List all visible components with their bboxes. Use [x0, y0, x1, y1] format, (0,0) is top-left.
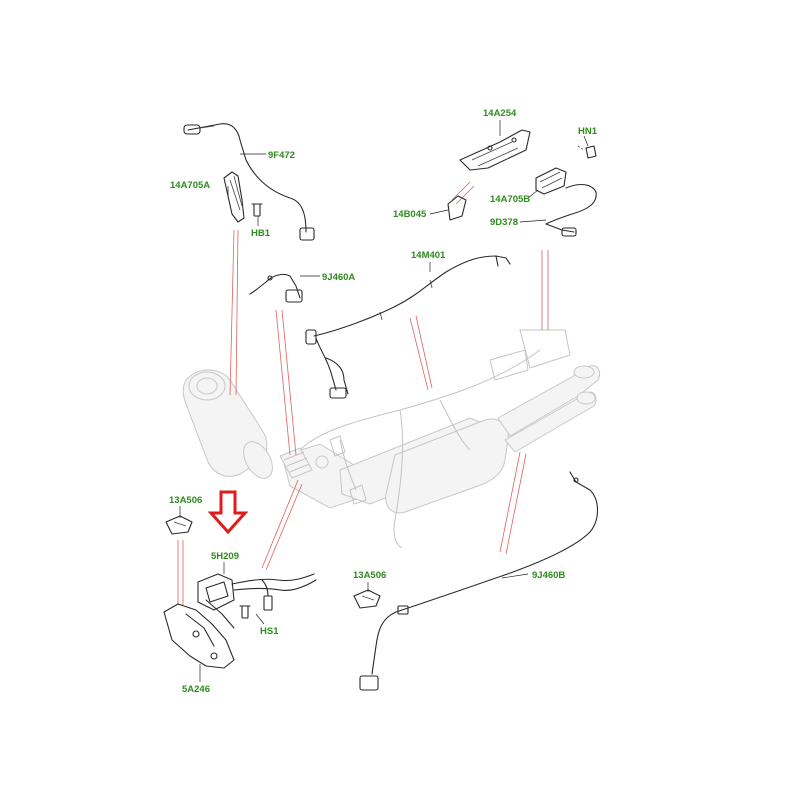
part-14A705B [535, 167, 567, 195]
part-HB1 [251, 203, 263, 217]
part-9J460B [359, 471, 599, 691]
part-HS1 [239, 605, 251, 619]
label-5A246: 5A246 [182, 684, 210, 695]
part-labels: 9F472 14A705A HB1 9J460A 14M401 14A254 H… [169, 108, 598, 695]
part-14A254 [459, 129, 531, 171]
label-14M401: 14M401 [411, 250, 446, 261]
label-9D378: 9D378 [490, 217, 518, 228]
exhaust-assembly-ghost [182, 329, 601, 549]
part-5H209 [197, 573, 317, 611]
label-14B045: 14B045 [393, 209, 427, 220]
part-HN1 [577, 145, 597, 159]
label-13A506-lower: 13A506 [353, 570, 386, 581]
part-9D378 [545, 183, 597, 237]
callout-arrow-icon [207, 490, 249, 535]
label-9F472: 9F472 [268, 150, 295, 161]
part-14B045 [447, 195, 467, 221]
part-13A506-upper [165, 515, 193, 535]
part-5A246 [163, 599, 235, 669]
part-9J460A [249, 273, 303, 303]
label-14A705B: 14A705B [490, 194, 530, 205]
part-14M401 [305, 255, 511, 399]
part-9F472 [183, 123, 315, 241]
label-9J460A: 9J460A [322, 272, 355, 283]
label-5H209: 5H209 [211, 551, 239, 562]
reference-lines [177, 181, 549, 605]
part-13A506-lower [353, 589, 381, 609]
label-HB1: HB1 [251, 228, 271, 239]
label-13A506-upper: 13A506 [169, 495, 202, 506]
part-14A705A [223, 171, 245, 223]
label-14A254: 14A254 [483, 108, 517, 119]
label-HN1: HN1 [578, 126, 598, 137]
label-9J460B: 9J460B [532, 570, 565, 581]
label-14A705A: 14A705A [170, 180, 210, 191]
label-HS1: HS1 [260, 626, 279, 637]
leader-lines [179, 120, 589, 682]
